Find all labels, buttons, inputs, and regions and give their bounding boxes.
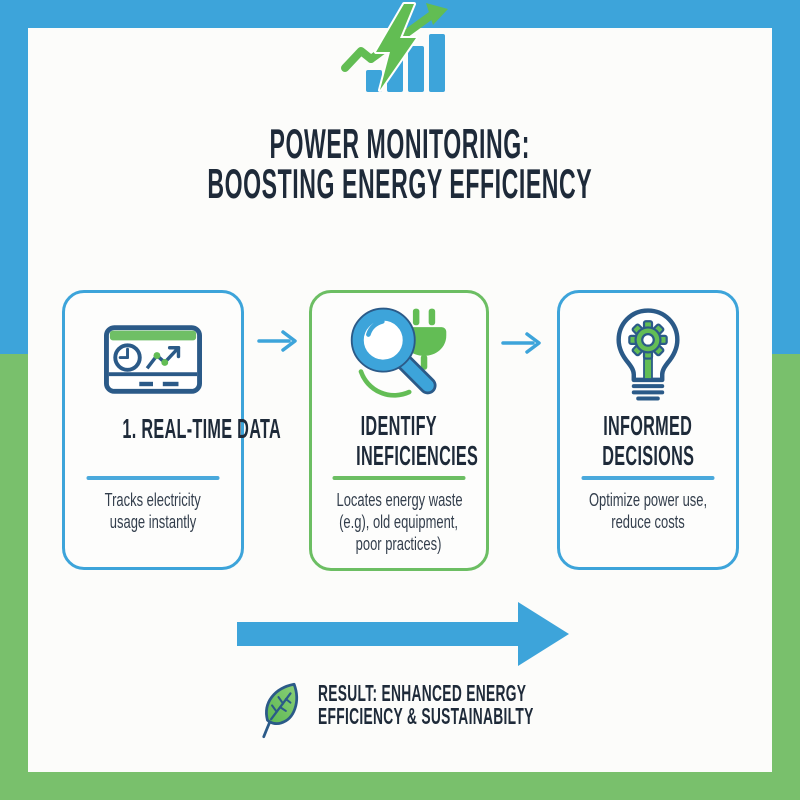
card-divider	[86, 476, 220, 480]
body-line: (e.g), old equipment,	[339, 512, 459, 532]
card-divider	[581, 476, 715, 480]
growth-lightning-icon	[340, 2, 460, 96]
body-line: reduce costs	[611, 512, 685, 532]
card-real-time-data: 1. REAL-TIME DATA Tracks electricity usa…	[62, 290, 281, 570]
result-line: EFFICIENCY & SUSTAINABILTY	[318, 703, 534, 729]
card-title: IDENTIFY INEFICIENCIES	[312, 411, 486, 471]
bulb-gear-icon	[608, 306, 688, 409]
flow-arrow-icon	[500, 328, 544, 358]
dashboard-chart-icon	[104, 325, 202, 399]
title-line-2: BOOSTING ENERGY EFFICIENCY	[207, 160, 593, 207]
body-line: Tracks electricity	[104, 490, 202, 510]
card-title-line: 1. REAL-TIME DATA	[122, 413, 282, 444]
result-caption: RESULT: ENHANCED ENERGY EFFICIENCY & SUS…	[318, 682, 677, 728]
page-title: POWER MONITORING: BOOSTING ENERGY EFFICI…	[0, 120, 800, 207]
leaf-icon	[261, 681, 307, 739]
flow-arrow-icon	[256, 326, 300, 356]
body-line: Locates energy waste	[336, 490, 463, 510]
body-line: poor practices)	[356, 534, 442, 554]
card-title-line: DECISIONS	[602, 440, 694, 471]
title-line-1: POWER MONITORING:	[269, 120, 531, 167]
card-identify-inefficiencies: IDENTIFY INEFICIENCIES Locates energy wa…	[309, 290, 489, 571]
card-title: 1. REAL-TIME DATA	[65, 414, 280, 444]
body-line: usage instantly	[109, 512, 197, 532]
body-line: Optimize power use,	[588, 490, 708, 510]
card-title: INFORMED DECISIONS	[560, 411, 736, 471]
big-arrow-icon	[237, 600, 569, 668]
card-title-line: INEFICIENCIES	[356, 440, 479, 471]
card-title-line: INFORMED	[603, 410, 693, 441]
card-divider	[332, 476, 466, 480]
card-description: Tracks electricity usage instantly	[65, 489, 241, 533]
card-description: Locates energy waste (e.g), old equipmen…	[312, 489, 486, 555]
card-title-line: IDENTIFY	[360, 410, 438, 441]
magnifier-plug-icon	[348, 303, 450, 410]
card-description: Optimize power use, reduce costs	[560, 489, 736, 533]
card-informed-decisions: INFORMED DECISIONS Optimize power use, r…	[557, 290, 739, 570]
result-line: RESULT: ENHANCED ENERGY	[318, 680, 527, 706]
